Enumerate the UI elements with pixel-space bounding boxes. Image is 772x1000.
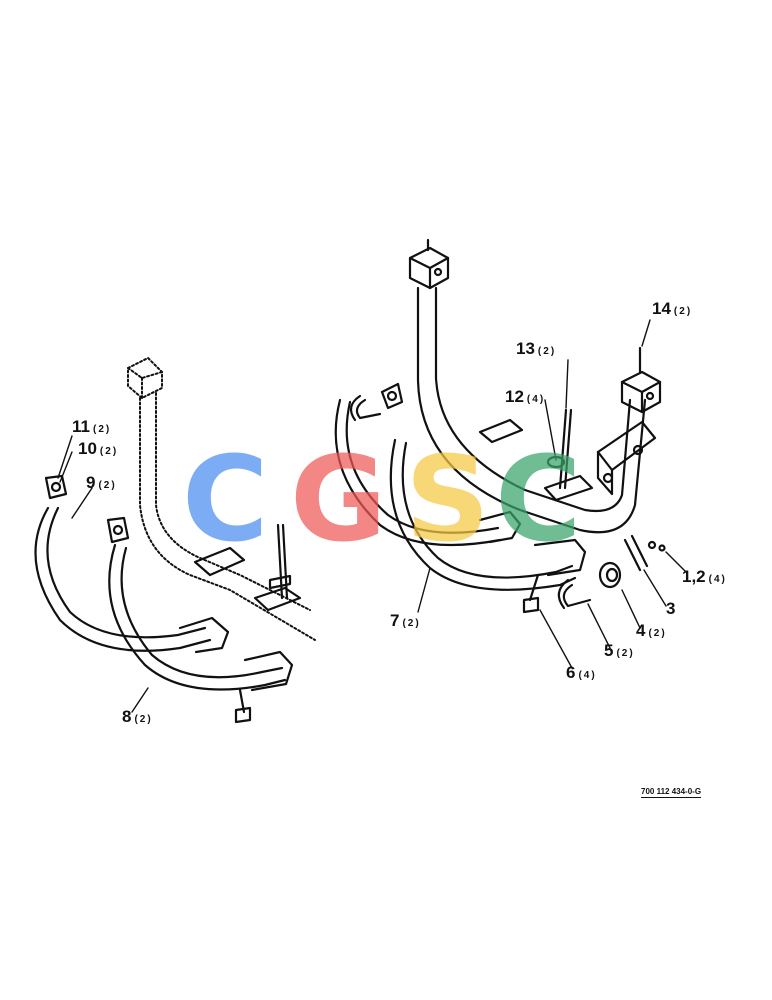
callout-7: 7(2) <box>390 612 421 630</box>
callout-5: 5(2) <box>604 642 635 660</box>
callout-number: 6 <box>566 663 576 682</box>
callout-qty: (2) <box>92 424 112 435</box>
callout-4: 4(2) <box>636 622 667 640</box>
right-hardware <box>349 394 666 610</box>
callout-number: 3 <box>666 599 676 618</box>
callout-qty: (4) <box>578 670 597 681</box>
right-frame <box>408 238 662 534</box>
right-tine-rear <box>334 382 522 547</box>
callout-qty: (2) <box>537 346 557 357</box>
left-clamp-upper <box>193 523 302 612</box>
callout-qty: (2) <box>134 714 153 725</box>
callout-number: 1,2 <box>682 567 706 586</box>
watermark-letter-4: C <box>495 430 582 568</box>
leader-lines <box>57 319 687 713</box>
callout-number: 9 <box>86 473 96 492</box>
left-frame-dashed <box>127 357 316 641</box>
callout-9: 9(2) <box>86 474 117 492</box>
callout-number: 14 <box>652 299 671 318</box>
callout-qty: (2) <box>99 446 119 457</box>
drawing-number: 700 112 434-0-G <box>641 787 702 798</box>
callout-number: 13 <box>516 339 535 358</box>
right-clamp <box>478 408 594 502</box>
callout-number: 7 <box>390 611 400 630</box>
callout-number: 11 <box>72 417 90 436</box>
callout-10: 10(2) <box>78 440 118 458</box>
left-tine-rear <box>34 474 230 654</box>
callout-8: 8(2) <box>122 708 153 726</box>
callout-qty: (2) <box>402 618 421 629</box>
callout-number: 4 <box>636 621 646 640</box>
callout-3: 3 <box>666 600 678 618</box>
callout-14: 14(2) <box>652 300 692 318</box>
callout-qty: (2) <box>648 628 667 639</box>
callout-qty: (4) <box>708 574 727 585</box>
callout-qty: (2) <box>673 306 693 317</box>
callout-12: 12(4) <box>505 388 545 406</box>
callout-qty: (4) <box>526 394 546 405</box>
callout-number: 8 <box>122 707 132 726</box>
callout-11: 11(2) <box>72 418 111 436</box>
callout-number: 12 <box>505 387 524 406</box>
watermark-letter-3: S <box>405 430 490 568</box>
watermark-letter-1: C <box>182 430 269 568</box>
callout-1-2: 1,2(4) <box>682 568 727 586</box>
watermark-letter-2: G <box>290 430 387 568</box>
callout-number: 5 <box>604 641 614 660</box>
callout-qty: (2) <box>616 648 635 659</box>
callout-number: 10 <box>78 439 97 458</box>
callout-6: 6(4) <box>566 664 597 682</box>
callout-13: 13(2) <box>516 340 556 358</box>
callout-qty: (2) <box>98 480 117 491</box>
left-tine-front <box>106 516 294 724</box>
